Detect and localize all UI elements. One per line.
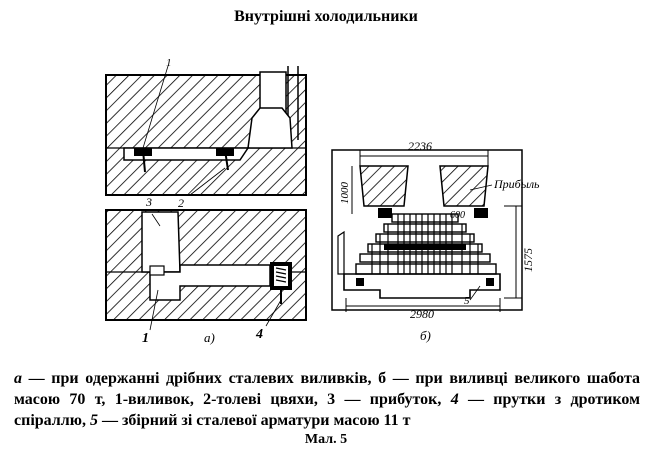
caption-a-text: — при одержанні дрібних сталевих виливкі… bbox=[22, 370, 379, 387]
callout-1-bottom: 1 bbox=[142, 331, 149, 346]
caption-num-5: 5 bbox=[89, 412, 98, 429]
callout-3: 3 bbox=[145, 195, 152, 209]
dim-small: 600 bbox=[450, 210, 465, 221]
mould-a-lower bbox=[105, 209, 307, 331]
caption-b-text: — при виливці великого шабота масою 70 т… bbox=[14, 370, 640, 408]
riser-label: Прибыль bbox=[493, 177, 540, 191]
shabot-mould-b bbox=[331, 149, 523, 312]
callout-2: 2 bbox=[178, 196, 184, 210]
callout-1-top: 1 bbox=[166, 57, 172, 69]
figure-caption: а — при одержанні дрібних сталевих вилив… bbox=[14, 368, 640, 431]
dim-left-height: 1000 bbox=[339, 182, 351, 205]
callout-4: 4 bbox=[255, 327, 263, 342]
dim-right-height: 1575 bbox=[521, 248, 535, 272]
chill-nail bbox=[134, 148, 152, 173]
dim-top-width: 2236 bbox=[408, 139, 432, 153]
caption-num-4: 4 bbox=[450, 391, 459, 408]
caption-a-letter: а bbox=[14, 370, 22, 387]
label-b: б) bbox=[420, 328, 431, 343]
callout-5: 5 bbox=[464, 295, 470, 307]
caption-item-4: — прутки з дротиком спіраллю, bbox=[14, 391, 640, 429]
chill-nail bbox=[216, 148, 234, 171]
dim-bottom-width: 2980 bbox=[410, 307, 434, 321]
chill-assembly bbox=[355, 213, 497, 275]
page-title: Внутрішні холодильники bbox=[234, 8, 418, 25]
caption-item-5: — збірний зі сталевої арматури масою 11 … bbox=[97, 412, 411, 429]
caption-items-1-3: 1-виливок, 2-толеві цвяхи, 3 — прибуток, bbox=[114, 391, 451, 408]
figure-number: Мал. 5 bbox=[304, 432, 348, 447]
mould-a-upper bbox=[105, 65, 307, 196]
spiral-rod bbox=[270, 262, 292, 304]
label-a: а) bbox=[204, 330, 215, 345]
caption-b-letter: б bbox=[378, 370, 387, 387]
